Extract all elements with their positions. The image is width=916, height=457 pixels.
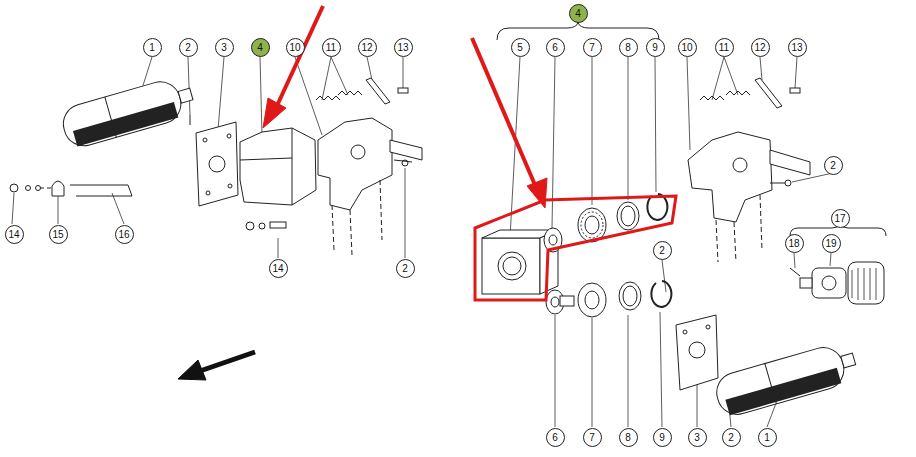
callout-number: 4: [569, 4, 588, 23]
callout-number: 9: [653, 428, 672, 447]
callout-number: 2: [824, 156, 843, 175]
callout-number: 13: [788, 38, 807, 57]
callout-number: 6: [546, 38, 565, 57]
callout-number: 10: [286, 38, 305, 57]
callout-number: 12: [751, 38, 770, 57]
callout-number: 14: [269, 259, 288, 278]
callout-number: 6: [546, 428, 565, 447]
callout-number: 9: [646, 38, 665, 57]
callout-number: 13: [394, 38, 413, 57]
callout-number: 15: [49, 225, 68, 244]
callout-number: 5: [511, 38, 530, 57]
callout-number: 3: [215, 38, 234, 57]
callout-number: 10: [678, 38, 697, 57]
callout-number: 11: [322, 38, 341, 57]
callout-number: 18: [785, 234, 804, 253]
callout-number: 7: [583, 428, 602, 447]
callout-number: 16: [115, 225, 134, 244]
callout-number: 2: [722, 428, 741, 447]
callout-number: 4: [251, 38, 270, 57]
callout-number: 2: [179, 38, 198, 57]
callout-number: 8: [619, 428, 638, 447]
callout-number: 8: [619, 38, 638, 57]
callout-number: 1: [143, 38, 162, 57]
callout-number: 2: [653, 241, 672, 260]
callout-number: 11: [715, 38, 734, 57]
callout-number: 1: [758, 428, 777, 447]
callout-number: 3: [688, 428, 707, 447]
callout-number: 7: [583, 38, 602, 57]
callout-number: 2: [396, 259, 415, 278]
callout-number: 12: [358, 38, 377, 57]
callout-number: 17: [831, 209, 850, 228]
callout-number: 19: [822, 234, 841, 253]
callout-number: 14: [5, 225, 24, 244]
